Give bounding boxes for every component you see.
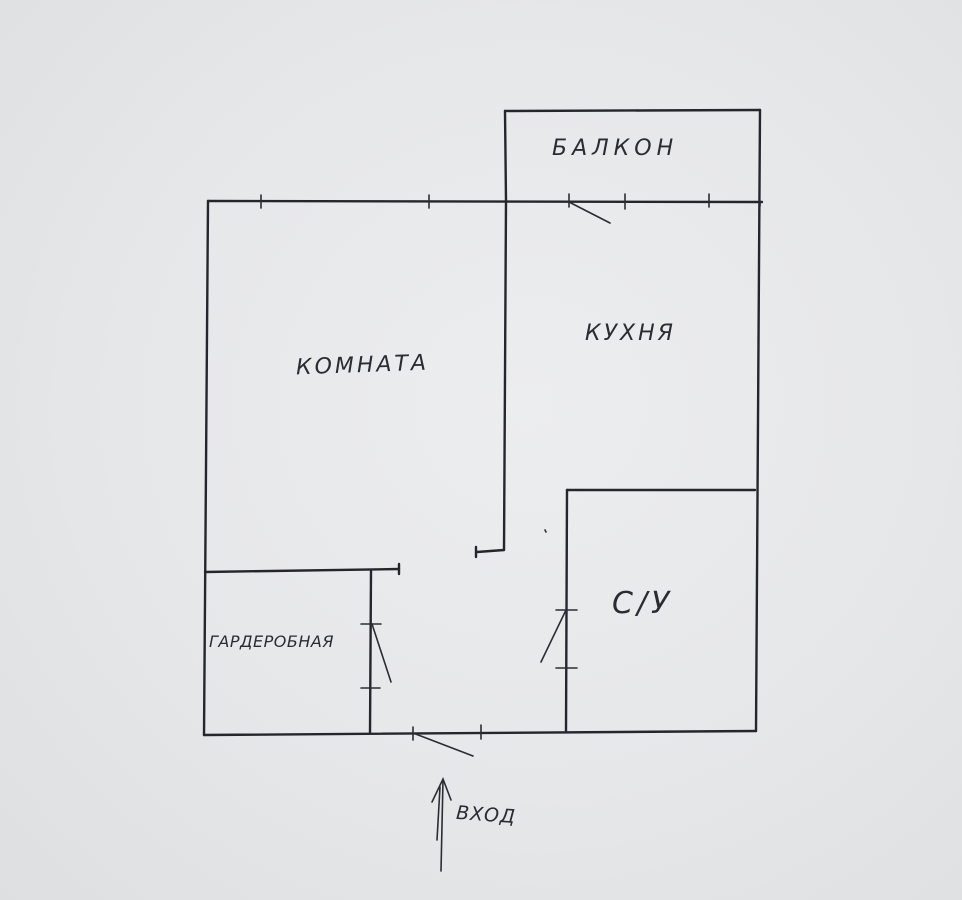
wardrobe-label: ГАРДЕРОБНАЯ [209, 632, 334, 651]
outer-walls [202, 108, 764, 737]
door-leaf [371, 623, 392, 683]
room-kitchen-partition [474, 199, 508, 559]
door-leaf [540, 609, 567, 663]
bathroom-label: С/У [612, 586, 674, 621]
bottom-wall [202, 729, 758, 737]
kitchen-label: КУХНЯ [585, 321, 676, 346]
balcony-top-wall [503, 108, 762, 113]
wardrobe-walls [203, 562, 401, 735]
partition-wall [502, 199, 508, 552]
window-ticks [260, 193, 710, 209]
balcony-door [568, 193, 626, 224]
wardrobe-top-wall [203, 567, 401, 574]
arrow-shaft [440, 779, 444, 872]
wardrobe-door [360, 623, 392, 689]
right-wall [754, 108, 762, 733]
wardrobe-right-wall [368, 569, 373, 735]
entrance-label: ВХОД [455, 801, 517, 829]
pen-dot [544, 529, 547, 533]
door-leaf [568, 201, 611, 224]
left-wall [202, 199, 210, 737]
entrance-arrow-icon [431, 776, 452, 872]
balcony-label: БАЛКОН [552, 136, 679, 161]
arrow-shaft-inner [436, 786, 441, 841]
balcony-outline [503, 108, 762, 203]
balcony-left-wall [503, 109, 508, 203]
pen-marks [544, 200, 761, 533]
entrance-door [412, 724, 482, 757]
bathroom-door [540, 609, 578, 669]
partition-return [475, 548, 506, 554]
top-wall [206, 199, 764, 204]
arrow-head [431, 776, 452, 803]
room-label: КОМНАТА [295, 350, 430, 381]
door-leaf [412, 732, 474, 757]
